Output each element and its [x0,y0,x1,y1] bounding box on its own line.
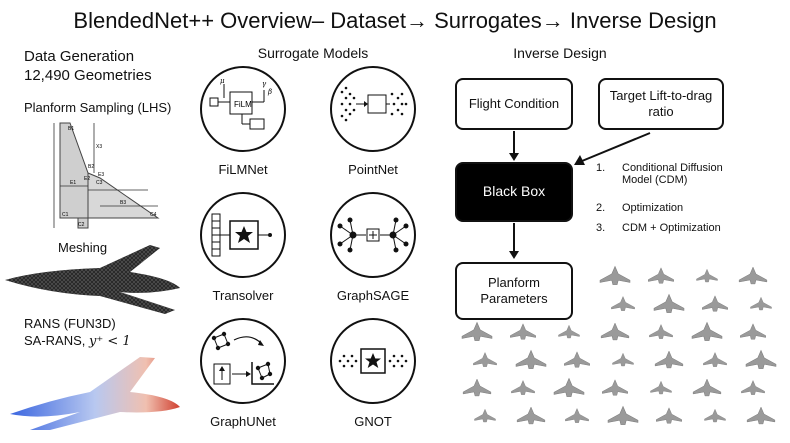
planform-thumbnail [649,324,673,339]
planform-thumbnail [473,352,497,367]
arrow-target-to-blackbox [581,132,651,162]
data-generation-heading: Data Generation [24,48,135,65]
generated-planform-grid [461,265,777,425]
filmnet-icon: FiLM μ γ β [200,66,286,152]
planform-thumbnail [656,407,682,424]
planform-thumbnail [704,408,726,423]
planform-label: B2 [88,164,94,170]
graphsage-icon [330,192,416,278]
planform-thumbnail [510,323,536,340]
planform-label: E3 [98,172,104,178]
planform-thumbnail [653,293,685,313]
flight-condition-box: Flight Condition [455,78,573,130]
transolver-icon [200,192,286,278]
svg-text:β: β [267,88,272,96]
planform-thumbnail [461,321,493,341]
cfd-aircraft-image [10,357,180,430]
model-label-graphsage: GraphSAGE [336,288,410,303]
method-text: Optimization [622,202,684,214]
planform-thumbnail [696,268,718,283]
planform-thumbnail [740,323,766,340]
planform-parameters-box: Planform Parameters [455,262,573,320]
planform-label: C3 [96,180,103,186]
planform-thumbnail [691,321,723,341]
model-label-graphunet: GraphUNet [210,414,276,429]
model-label-gnot: GNOT [354,414,392,429]
meshing-label: Meshing [58,240,108,255]
planform-thumbnail [600,322,630,341]
sa-rans-prefix: SA-RANS, [24,333,90,348]
method-number: 2. [596,202,606,214]
method-number: 1. [596,162,606,174]
model-label-transolver: Transolver [212,288,274,303]
pointnet-icon [330,66,416,152]
planform-thumbnail [741,380,765,395]
planform-thumbnail [738,266,768,285]
planform-label: B3 [120,200,126,206]
planform-thumbnail [607,405,639,425]
planform-thumbnail [746,406,776,425]
planform-label: C4 [150,212,157,218]
inverse-heading: Inverse Design [513,45,607,61]
flow-arrows [509,131,651,259]
method-number: 3. [596,222,606,234]
rans-label: RANS (FUN3D) [24,316,116,331]
mesh-aircraft-image [5,245,180,314]
planform-label: E2 [84,176,90,182]
planform-thumbnail [602,379,628,396]
planform-thumbnail [703,352,727,367]
planform-label: C1 [62,212,69,218]
planform-thumbnail [650,380,672,395]
planform-thumbnail [599,265,631,285]
planform-thumbnail [611,296,635,311]
planform-thumbnail [516,406,546,425]
planform-thumbnail [511,380,535,395]
planform-thumbnail [692,378,722,397]
target-ld-box: Target Lift-to-drag ratio [598,78,724,130]
planform-thumbnail [612,352,634,367]
planform-label: E1 [70,180,76,186]
svg-text:μ: μ [220,77,225,85]
model-label-filmnet: FiLMNet [218,162,268,177]
model-label-pointnet: PointNet [348,162,398,177]
yplus-condition: y⁺ < 1 [89,334,131,349]
planform-thumbnail [564,351,590,368]
method-item-1: 1. Conditional Diffusion Model (CDM) [596,162,740,186]
planform-thumbnail [553,377,585,397]
planform-sketch: B1 X3 B2 C1 C2 C3 C4 B3 E1 E2 E3 [53,122,160,229]
method-item-2: 2. Optimization [596,202,683,214]
diagram-title: BlendedNet++ Overview– Dataset→ Surrogat… [73,8,717,33]
gnot-icon [330,318,416,404]
surrogates-heading: Surrogate Models [257,45,369,61]
planform-thumbnail [654,350,684,369]
planform-thumbnail [515,349,547,369]
method-text: CDM + Optimization [622,222,721,234]
geometry-count: 12,490 Geometries [24,67,152,84]
planform-sampling-label: Planform Sampling (LHS) [24,100,172,115]
planform-thumbnail [565,408,589,423]
planform-thumbnail [648,267,674,284]
black-box: Black Box [455,162,573,222]
planform-label: X3 [96,144,102,150]
graphunet-icon [200,318,286,404]
film-block-label: FiLM [234,100,252,109]
sa-rans-label: SA-RANS, y⁺ < 1 [24,333,131,349]
planform-thumbnail [558,324,580,339]
planform-thumbnail [745,349,777,369]
svg-text:γ: γ [262,80,267,88]
planform-thumbnail [462,378,492,397]
method-text: Conditional Diffusion Model (CDM) [622,162,723,186]
planform-thumbnail [474,408,496,423]
planform-thumbnail [702,295,728,312]
planform-label: C2 [78,222,85,228]
planform-thumbnail [750,296,772,311]
method-item-3: 3. CDM + Optimization [596,222,721,234]
planform-label: B1 [68,126,74,132]
